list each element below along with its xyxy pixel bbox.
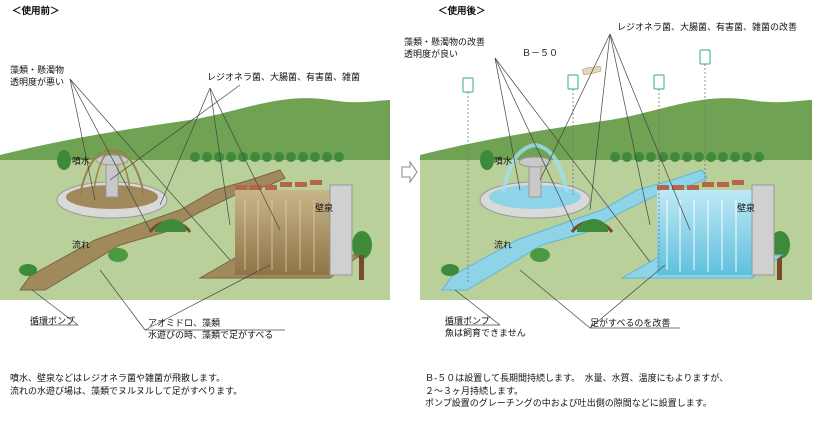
before-pump-label: 循環ポンプ [30, 317, 75, 327]
after-bacteria-label: レジオネラ菌、大腸菌、有害菌、雑菌の改善 [617, 23, 798, 33]
after-caption-line-1: Ｂ-５０は設置して長期間持続します。 水量、水質、温度にもよりますが、 [425, 374, 729, 384]
after-pump-line-2: 魚は飼育できません [445, 329, 526, 339]
hill [0, 98, 390, 170]
after-slip-label: 足がすべるのを改善 [590, 319, 671, 329]
before-header: ＜使用前＞ [12, 6, 60, 17]
after-caption-line-3: ポンプ設置のグレーチングの中および吐出側の隙間などに設置します。 [425, 399, 712, 409]
before-algae-line-1: 藻類・懸濁物 [10, 66, 65, 76]
after-header: ＜使用後＞ [438, 6, 486, 17]
after-caption: Ｂ-５０は設置して長期間持続します。 水量、水質、温度にもよりますが、 ２～３ヶ… [425, 373, 728, 411]
before-caption: 噴水、壁泉などはレジオネラ菌や雑菌が飛散します。 流れの水遊び場は、藻類でヌルヌ… [10, 373, 242, 398]
after-caption-line-2: ２～３ヶ月持続します。 [425, 386, 524, 397]
before-fountain-label: 噴水 [72, 157, 91, 167]
chevron-right-outline-icon [401, 160, 418, 184]
after-b50-label: Ｂ－５０ [522, 49, 559, 59]
after-wall-fountain-label: 壁泉 [737, 204, 756, 214]
after-pump-line-1: 循環ポンプ [445, 317, 490, 327]
before-scene [0, 98, 390, 300]
brick-wall [235, 180, 322, 190]
before-stream-label: 流れ [72, 241, 91, 251]
before-caption-line-2: 流れの水遊び場は、藻類でヌルヌルして足がすべります。 [10, 386, 243, 397]
b50-tag-icons [462, 49, 711, 93]
hand-icon [581, 65, 602, 76]
after-scene [420, 49, 812, 300]
before-algae-note: アオミドロ、藻類 水遊びの時、藻類で足がすべる [148, 318, 273, 342]
after-algae-line-2: 透明度が良い [404, 50, 459, 60]
before-caption-line-1: 噴水、壁泉などはレジオネラ菌や雑菌が飛散します。 [10, 374, 226, 384]
after-stream-label: 流れ [494, 241, 513, 251]
before-algae-note-line-1: アオミドロ、藻類 [148, 319, 221, 329]
leader-lines [30, 33, 691, 331]
before-algae-label: 藻類・懸濁物 透明度が悪い [10, 65, 64, 89]
after-pump-label: 循環ポンプ 魚は飼育できません [445, 316, 526, 340]
before-algae-line-2: 透明度が悪い [10, 78, 65, 88]
after-fountain-label: 噴水 [494, 157, 513, 167]
before-algae-note-line-2: 水遊びの時、藻類で足がすべる [148, 331, 274, 341]
before-wall-fountain-label: 壁泉 [315, 204, 334, 214]
after-algae-line-1: 藻類・懸濁物の改善 [404, 38, 486, 48]
after-algae-label: 藻類・懸濁物の改善 透明度が良い [404, 37, 485, 61]
before-bacteria-label: レジオネラ菌、大腸菌、有害菌、雑菌 [207, 73, 361, 83]
